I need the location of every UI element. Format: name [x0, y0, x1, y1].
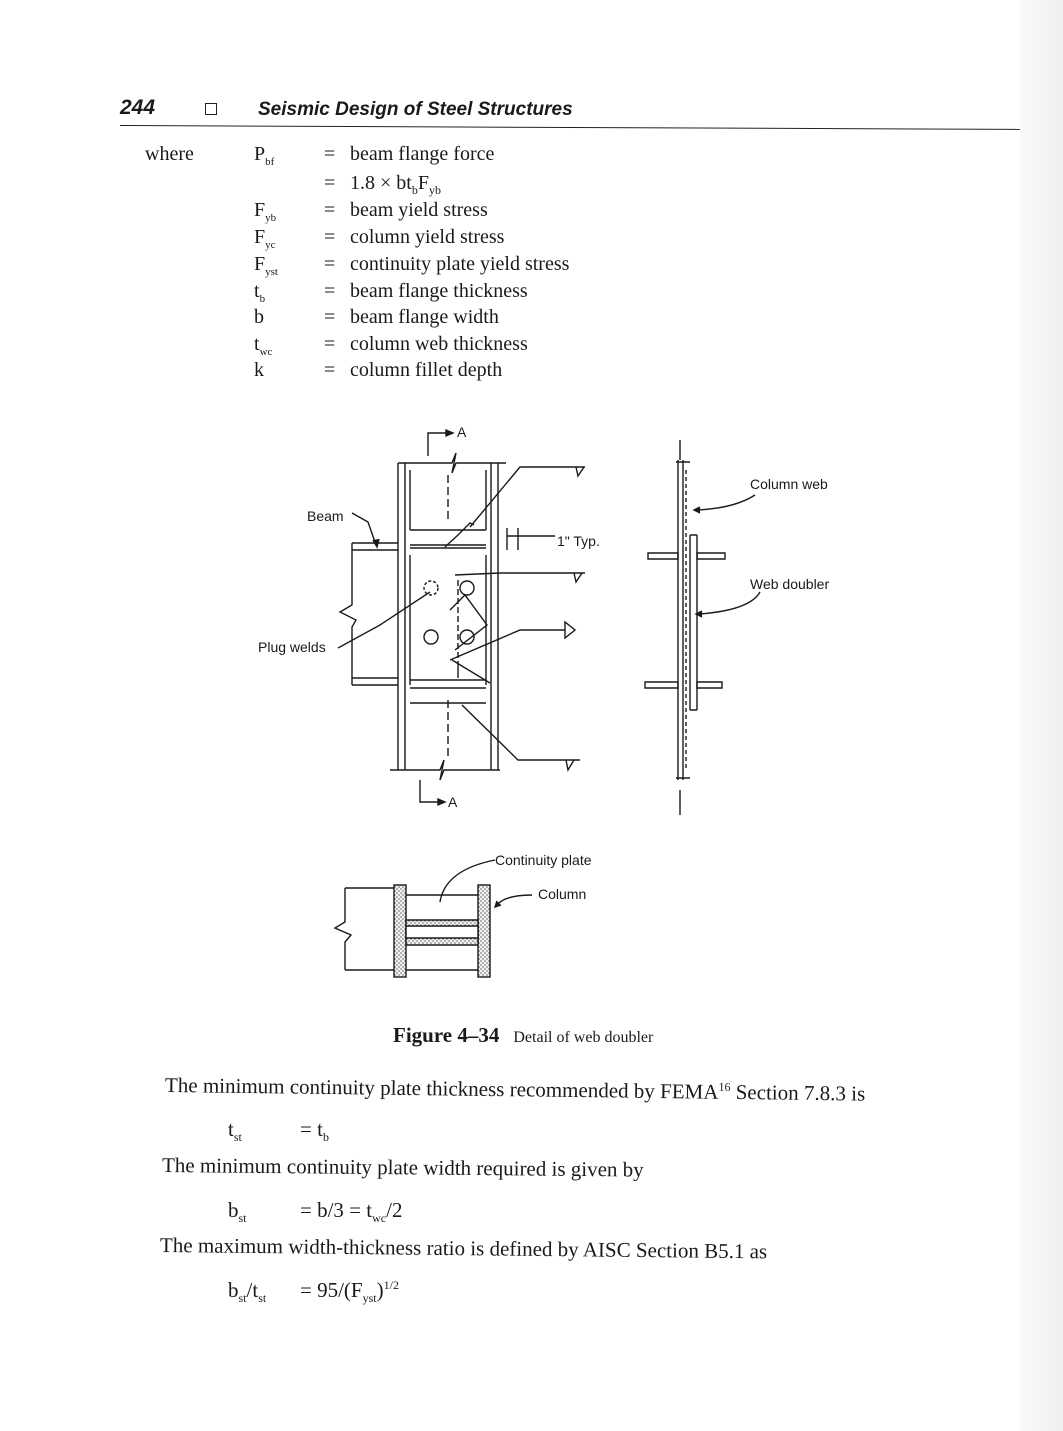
definition-text: column web thickness	[350, 333, 528, 355]
continuity-plate-label: Continuity plate	[495, 852, 592, 868]
equals-sign: =	[324, 143, 336, 165]
equals-sign: =	[324, 333, 336, 355]
column-web-label: Column web	[750, 476, 828, 492]
plug-welds-label: Plug welds	[258, 639, 326, 655]
web-doubler-plate	[409, 555, 487, 685]
caption-label: Figure 4–34	[393, 1023, 500, 1047]
definition-symbol: k	[254, 359, 264, 381]
equals-sign: =	[324, 306, 336, 328]
definition-text: continuity plate yield stress	[350, 253, 570, 275]
beam-stub	[338, 542, 398, 686]
section-marker-top	[427, 428, 455, 456]
definition-symbol: twc	[254, 333, 273, 358]
definition-symbol: Pbf	[254, 143, 275, 168]
typical-dimension	[506, 528, 555, 550]
equals-sign: =	[324, 253, 336, 275]
section-a-bottom-label: A	[448, 794, 458, 810]
continuity-plates	[410, 529, 486, 704]
definition-text: beam flange width	[350, 306, 499, 328]
web-doubler-label: Web doubler	[750, 576, 830, 592]
definition-text: column yield stress	[350, 226, 505, 248]
formula-width-thickness-ratio: bst/tst = 95/(Fyst)1/2	[228, 1278, 399, 1306]
column-elevation	[390, 452, 506, 781]
page-number: 244	[120, 96, 156, 119]
equals-sign: =	[324, 280, 336, 302]
definition-text: 1.8 × btbFyb	[350, 172, 441, 197]
header-title: Seismic Design of Steel Structures	[258, 99, 573, 120]
weld-symbol-leaders	[444, 466, 585, 772]
column-plan-section	[333, 859, 533, 978]
formula-bst: bst = b/3 = twc/2	[228, 1198, 403, 1226]
definition-text: beam flange force	[350, 143, 495, 165]
running-header: 244 Seismic Design of Steel Structures	[119, 96, 1020, 130]
section-a-a	[644, 440, 761, 815]
column-label: Column	[538, 886, 587, 902]
page-edge-shadow	[1020, 0, 1063, 1431]
definition-text: beam yield stress	[350, 199, 488, 221]
equals-sign: =	[324, 199, 336, 221]
definition-symbol: Fyst	[254, 253, 278, 278]
definition-symbol: tb	[254, 280, 266, 305]
header-rule	[119, 125, 1020, 130]
paragraph-min-width: The minimum continuity plate width requi…	[161, 1153, 644, 1182]
caption-text: Detail of web doubler	[513, 1029, 654, 1046]
beam-leader	[351, 512, 377, 546]
beam-label: Beam	[307, 508, 344, 524]
definition-text: column fillet depth	[350, 359, 503, 381]
definition-symbol: Fyc	[254, 226, 276, 251]
square-bullet-icon	[205, 103, 217, 115]
typ-dimension-label: 1" Typ.	[557, 533, 600, 549]
definition-text: beam flange thickness	[350, 280, 528, 302]
equals-sign: =	[324, 359, 336, 381]
figure-caption: Figure 4–34 Detail of web doubler	[393, 1023, 653, 1048]
equals-sign: =	[324, 172, 336, 194]
where-label: where	[145, 143, 194, 165]
paragraph-width-thickness: The maximum width-thickness ratio is def…	[159, 1233, 768, 1264]
paragraph-min-thickness: The minimum continuity plate thickness r…	[164, 1073, 866, 1106]
formula-tst: tst = tb	[228, 1117, 329, 1145]
definition-symbol: b	[254, 306, 264, 328]
definition-symbol: Fyb	[254, 199, 277, 224]
section-marker-bottom	[419, 780, 447, 807]
equals-sign: =	[324, 226, 336, 248]
plug-weld-leader	[337, 591, 431, 649]
section-a-top-label: A	[457, 424, 467, 440]
